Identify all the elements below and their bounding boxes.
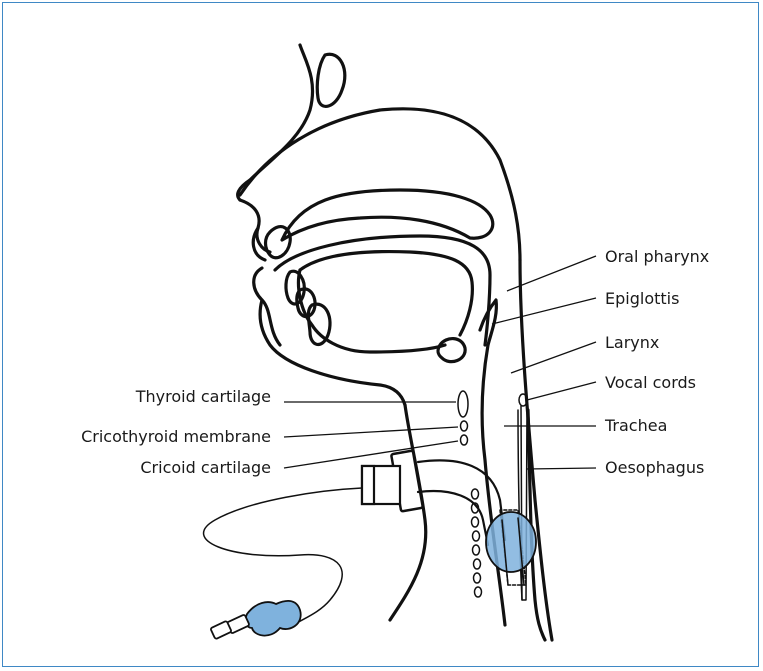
label-vocal-cords: Vocal cords (605, 373, 696, 392)
pilot-balloon-assembly (204, 488, 362, 639)
tracheal-ring (474, 573, 481, 583)
cuff-balloon (486, 512, 536, 572)
label-larynx: Larynx (605, 333, 659, 352)
thyroid-cartilage-shape (458, 391, 468, 417)
label-epiglottis: Epiglottis (605, 289, 679, 308)
anterior-cartilages (458, 391, 482, 597)
oral-cavity (275, 236, 490, 362)
nasal-cavity (266, 190, 493, 258)
tracheal-ring (474, 559, 481, 569)
tracheal-ring (472, 489, 479, 499)
cricothyroid-ring (461, 421, 468, 431)
label-oesophagus: Oesophagus (605, 458, 704, 477)
tracheal-ring (475, 587, 482, 597)
label-thyroid-cartilage: Thyroid cartilage (135, 387, 271, 406)
label-oral-pharynx: Oral pharynx (605, 247, 709, 266)
left-leader-lines (284, 402, 458, 468)
tracheal-ring (472, 517, 479, 527)
tracheal-ring (473, 531, 480, 541)
tracheal-ring (473, 545, 480, 555)
label-trachea: Trachea (604, 416, 667, 435)
tracheostomy-tube (362, 451, 536, 585)
label-cricothyroid-membrane: Cricothyroid membrane (81, 427, 271, 446)
right-leader-lines (492, 256, 596, 469)
cricoid-ring (461, 435, 468, 445)
label-cricoid-cartilage: Cricoid cartilage (140, 458, 271, 477)
pilot-balloon (246, 601, 301, 636)
